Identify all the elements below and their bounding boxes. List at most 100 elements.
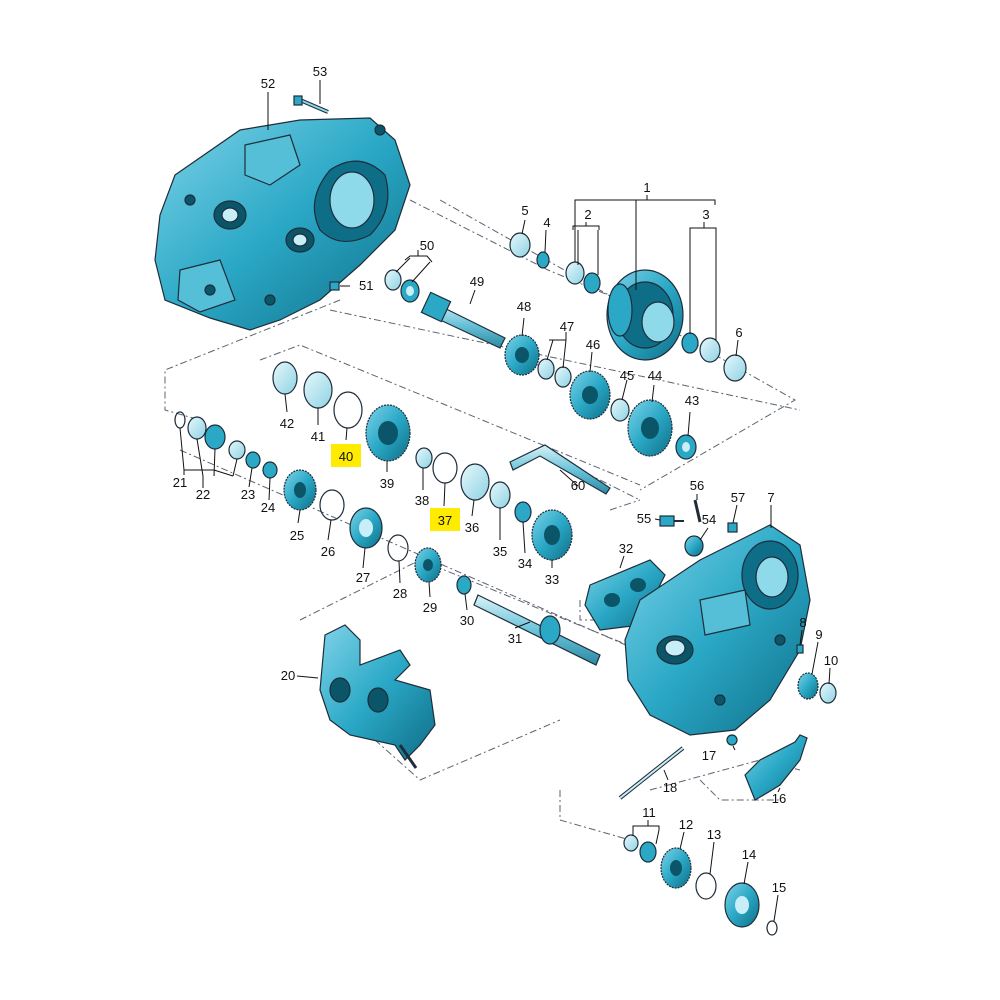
label-8: 8 xyxy=(799,615,806,630)
label-6: 6 xyxy=(735,325,742,340)
gear-33 xyxy=(531,509,573,561)
label-15: 15 xyxy=(772,880,786,895)
label-48: 48 xyxy=(517,299,531,314)
bearing-set-50 xyxy=(384,269,420,303)
label-22: 22 xyxy=(196,487,210,502)
bearing-3 xyxy=(681,332,721,363)
ring-41 xyxy=(303,371,333,409)
gear-46 xyxy=(569,370,611,420)
label-50: 50 xyxy=(420,238,434,253)
plug-57 xyxy=(727,522,738,533)
selector-mechanism-20 xyxy=(319,624,436,769)
label-9: 9 xyxy=(815,627,822,642)
label-31: 31 xyxy=(508,631,522,646)
label-11: 11 xyxy=(642,805,656,820)
label-21: 21 xyxy=(173,475,187,490)
label-44: 44 xyxy=(648,368,662,383)
label-35: 35 xyxy=(493,544,507,559)
ring-38 xyxy=(415,447,433,469)
label-3: 3 xyxy=(702,207,709,222)
label-10: 10 xyxy=(824,653,838,668)
synchro-hub-27 xyxy=(349,507,383,549)
bearing-set-11 xyxy=(623,834,657,863)
bearing-14 xyxy=(724,882,760,928)
gearbox-housing-52 xyxy=(154,117,411,331)
label-57: 57 xyxy=(731,490,745,505)
label-49: 49 xyxy=(470,274,484,289)
label-4: 4 xyxy=(543,215,550,230)
bolt-8 xyxy=(796,644,804,654)
highlight-40 xyxy=(331,444,361,467)
label-54: 54 xyxy=(702,512,716,527)
highlight-37 xyxy=(430,508,460,531)
bearing-34 xyxy=(514,501,532,523)
label-52: 52 xyxy=(261,76,275,91)
label-25: 25 xyxy=(290,528,304,543)
label-20: 20 xyxy=(281,668,295,683)
needle-bearing-30 xyxy=(456,575,472,595)
gear-29 xyxy=(414,547,442,583)
gear-12 xyxy=(660,847,692,889)
label-34: 34 xyxy=(518,556,532,571)
synchro-ring-37 xyxy=(432,452,458,484)
needle-bearing-24 xyxy=(262,461,278,479)
label-39: 39 xyxy=(380,476,394,491)
label-14: 14 xyxy=(742,847,756,862)
label-28: 28 xyxy=(393,586,407,601)
rings-47 xyxy=(537,358,572,388)
label-29: 29 xyxy=(423,600,437,615)
label-40: 40 xyxy=(339,449,353,464)
gear-48 xyxy=(504,334,540,376)
label-16: 16 xyxy=(772,791,786,806)
part-labels: 1 2 3 4 5 6 7 8 9 10 11 12 13 14 15 16 1… xyxy=(173,64,838,895)
label-45: 45 xyxy=(620,368,634,383)
bolt-17 xyxy=(726,734,738,746)
bearing-2 xyxy=(565,261,601,294)
gear-39 xyxy=(365,404,411,462)
ring-42 xyxy=(272,361,298,395)
output-shaft-31 xyxy=(473,594,601,666)
fitting-55 xyxy=(659,515,684,527)
gear-25 xyxy=(283,469,317,511)
label-53: 53 xyxy=(313,64,327,79)
synchro-ring-40 xyxy=(333,391,363,429)
differential-1 xyxy=(606,269,684,361)
label-47: 47 xyxy=(560,319,574,334)
ring-10 xyxy=(819,682,837,704)
label-12: 12 xyxy=(679,817,693,832)
selector-fork-16 xyxy=(744,734,808,801)
label-41: 41 xyxy=(311,429,325,444)
label-30: 30 xyxy=(460,613,474,628)
label-42: 42 xyxy=(280,416,294,431)
label-1: 1 xyxy=(643,180,650,195)
gearbox-housing-7 xyxy=(624,524,811,736)
label-56: 56 xyxy=(690,478,704,493)
label-36: 36 xyxy=(465,520,479,535)
label-5: 5 xyxy=(521,203,528,218)
ring-35 xyxy=(489,481,511,509)
label-46: 46 xyxy=(586,337,600,352)
label-13: 13 xyxy=(707,827,721,842)
label-18: 18 xyxy=(663,780,677,795)
washer-6 xyxy=(723,354,747,382)
label-7: 7 xyxy=(767,490,774,505)
label-55: 55 xyxy=(637,511,651,526)
ring-45 xyxy=(610,398,630,422)
label-17: 17 xyxy=(702,748,716,763)
gear-54 xyxy=(684,535,704,557)
bolt-53 xyxy=(293,95,329,114)
label-37: 37 xyxy=(438,513,452,528)
label-32: 32 xyxy=(619,541,633,556)
sleeve-36 xyxy=(460,463,490,501)
ring-26 xyxy=(319,489,345,521)
label-60: 60 xyxy=(571,478,585,493)
label-2: 2 xyxy=(584,207,591,222)
washer-5 xyxy=(509,232,531,258)
label-27: 27 xyxy=(356,570,370,585)
plug-51 xyxy=(329,281,340,291)
label-23: 23 xyxy=(241,487,255,502)
label-43: 43 xyxy=(685,393,699,408)
circlip-15 xyxy=(766,920,778,936)
